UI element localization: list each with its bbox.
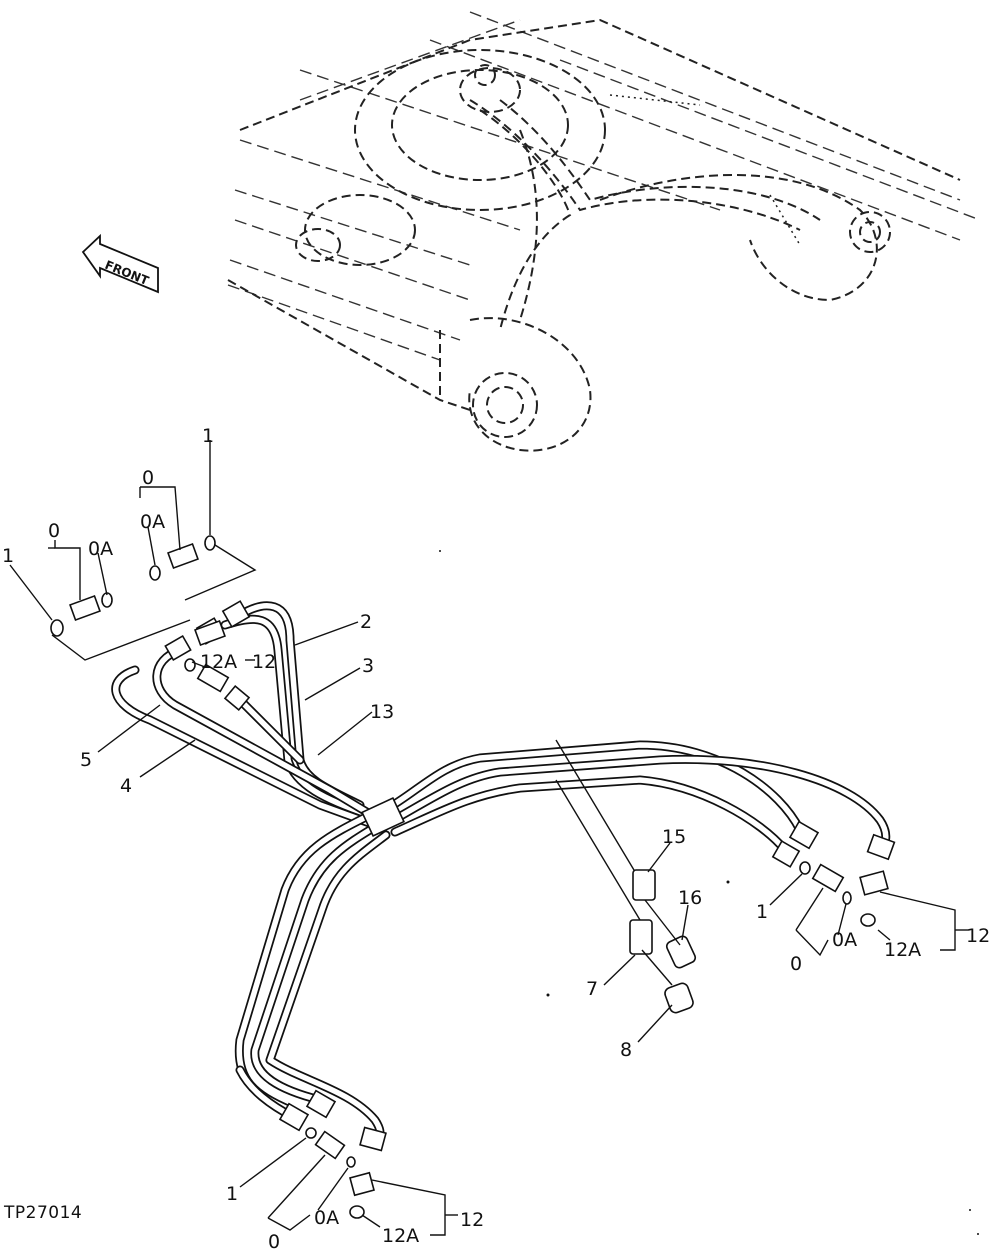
- hydraulic-pipes: [111, 600, 896, 1152]
- callout-13: 13: [370, 701, 394, 723]
- callout-1-right: 1: [756, 901, 768, 923]
- callout-15: 15: [662, 826, 686, 848]
- callout-12a-right: 12A: [884, 939, 921, 961]
- callout-8: 8: [620, 1039, 632, 1061]
- undercarriage-frame: [227, 11, 981, 452]
- callout-1-left: 1: [2, 545, 14, 567]
- callout-7: 7: [586, 978, 598, 1000]
- callout-12a-top: 12A: [200, 651, 237, 673]
- scan-specks: [439, 550, 979, 1235]
- callout-0a-left: 0A: [88, 538, 113, 560]
- callout-12a-bottom: 12A: [382, 1225, 419, 1247]
- callout-0a-mid: 0A: [140, 511, 165, 533]
- callout-3: 3: [362, 655, 374, 677]
- callout-1-top: 1: [202, 425, 214, 447]
- callout-12-bottom: 12: [460, 1209, 484, 1231]
- clamp-assembly: [555, 739, 697, 1014]
- callout-0-bottom: 0: [268, 1231, 280, 1253]
- callout-0-mid: 0: [142, 467, 154, 489]
- callout-4: 4: [120, 775, 132, 797]
- leader-lines: [9, 440, 968, 1236]
- figure-id: TP27014: [3, 1203, 82, 1223]
- callout-labels: 1 1 0 0A 0 0A 2 3 13 12A 12 5 4 15 16 7 …: [2, 425, 990, 1253]
- callout-0-left: 0: [48, 520, 60, 542]
- callout-5: 5: [80, 749, 92, 771]
- callout-0a-bottom: 0A: [314, 1207, 339, 1229]
- callout-12-right: 12: [966, 925, 990, 947]
- front-arrow-icon: FRONT: [81, 233, 159, 294]
- callout-1-bottom: 1: [226, 1183, 238, 1205]
- fittings: [50, 535, 889, 1219]
- callout-0a-right: 0A: [832, 929, 857, 951]
- callout-0-right: 0: [790, 953, 802, 975]
- callout-12-top: 12: [252, 651, 276, 673]
- callout-16: 16: [678, 887, 702, 909]
- callout-2: 2: [360, 611, 372, 633]
- o-ring-icon: [50, 619, 64, 637]
